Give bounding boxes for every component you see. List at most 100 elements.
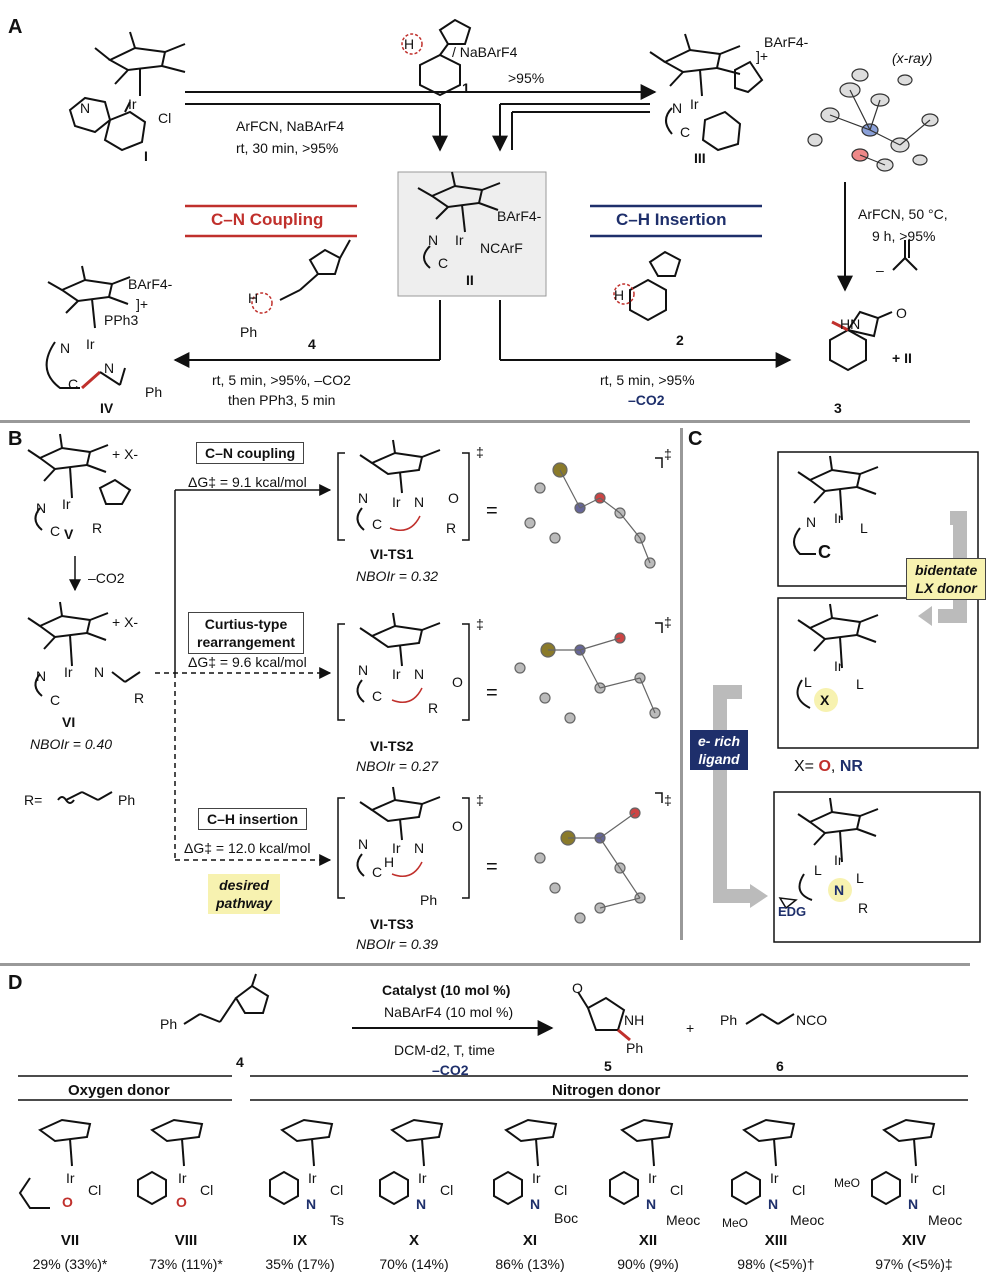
- atom-o-ts3: O: [452, 818, 463, 834]
- atom-c-ts1: C: [372, 516, 383, 532]
- atom-c-VI: C: [50, 692, 61, 708]
- atom-h-2: H: [614, 287, 625, 303]
- atom-l-c1: L: [860, 520, 868, 536]
- ph-6: Ph: [720, 1012, 738, 1028]
- atom-l1-c3: L: [814, 862, 822, 878]
- atom-ir-XII: Ir: [648, 1170, 657, 1186]
- atom-l2-c3: L: [856, 870, 864, 886]
- atom-r-V: R: [92, 520, 103, 536]
- eq-ts1: =: [486, 500, 498, 522]
- catalyst-yield-XI: 86% (13%): [495, 1256, 565, 1272]
- xray-label: (x-ray): [892, 50, 933, 66]
- nbo-ts3: NBOIr = 0.39: [356, 936, 439, 952]
- atom-r-ts1: R: [446, 520, 457, 536]
- label-V: V: [64, 526, 74, 542]
- atom-cl-X: Cl: [440, 1182, 454, 1198]
- ph-ts3: Ph: [420, 892, 438, 908]
- atom-ir-c3: Ir: [834, 852, 843, 868]
- substrate-label-D: 4: [236, 1054, 244, 1070]
- ph-4: Ph: [240, 324, 258, 340]
- atom-n-XII: N: [646, 1196, 657, 1212]
- label-ts3: VI-TS3: [370, 916, 414, 932]
- atom-c-V: C: [50, 523, 61, 539]
- r-ph: Ph: [118, 792, 136, 808]
- acetone: [892, 240, 918, 271]
- separator-ab: [0, 420, 970, 423]
- atom-n2-ts1: N: [414, 494, 425, 510]
- eq-ts3: =: [486, 856, 498, 878]
- atom-o-ts1: O: [448, 490, 459, 506]
- meo-XIII: MeO: [722, 1216, 749, 1230]
- product-5: [577, 991, 631, 1042]
- substrate-4-D: [183, 973, 270, 1025]
- substrate-ph-D: Ph: [160, 1016, 178, 1032]
- sub-XII: Meoc: [666, 1212, 701, 1228]
- catalyst-label-X: X: [408, 1232, 420, 1249]
- nco-6: NCO: [796, 1012, 828, 1028]
- catalyst-yield-X: 70% (14%): [379, 1256, 449, 1272]
- prod6-label: 6: [776, 1058, 784, 1074]
- atom-o-VIII: O: [176, 1194, 187, 1210]
- nbo-VI: NBOIr = 0.40: [30, 736, 113, 752]
- atom-n-X: N: [416, 1196, 427, 1212]
- panel-d-graphics: [18, 973, 968, 1209]
- atom-ir-I: Ir: [128, 96, 137, 112]
- product-6: [745, 1013, 795, 1025]
- label-1: 1: [462, 80, 470, 96]
- nbo-ts1: NBOIr = 0.32: [356, 568, 439, 584]
- label-4: 4: [308, 336, 316, 352]
- cond-nabarf-top: / NaBArF4: [452, 44, 518, 60]
- cond-left-2: then PPh3, 5 min: [228, 392, 336, 408]
- eq-ts2: =: [486, 682, 498, 704]
- substrate-2: [629, 250, 682, 322]
- atom-ir-III: Ir: [690, 96, 699, 112]
- atom-ir-VIII: Ir: [178, 1170, 187, 1186]
- catalyst-label-XIV: XIV: [901, 1232, 927, 1249]
- panel-c-graphics: [713, 451, 981, 943]
- atom-n-ts2: N: [358, 662, 369, 678]
- barf-III: BArF4-: [764, 34, 809, 50]
- cond-mid-2: –CO2: [628, 392, 665, 408]
- atom-r-VI: R: [134, 690, 145, 706]
- atom-n2-IV: N: [104, 360, 115, 376]
- cond-yield-top: >95%: [508, 70, 545, 86]
- barf-IV: BArF4-: [128, 276, 173, 292]
- sub-XIII: Meoc: [790, 1212, 825, 1228]
- label-2: 2: [676, 332, 684, 348]
- ncarf-II: NCArF: [480, 240, 523, 256]
- atom-ir-ts1: Ir: [392, 494, 401, 510]
- catalyst-label-XII: XII: [638, 1232, 658, 1249]
- dagger-ts2-3d: ‡: [664, 614, 672, 630]
- catalyst-label-XIII: XIII: [764, 1232, 788, 1249]
- complex-IV: [45, 265, 131, 390]
- ph-5: Ph: [626, 1040, 644, 1056]
- cond-solvent: DCM-d2, T, time: [394, 1042, 495, 1058]
- atom-n-V: N: [36, 500, 47, 516]
- nbo-ts2: NBOIr = 0.27: [356, 758, 439, 774]
- cond-co2: –CO2: [432, 1062, 469, 1078]
- atom-r-ts2: R: [428, 700, 439, 716]
- minus-co2-B: –CO2: [88, 570, 125, 586]
- cp-ring-II: [417, 171, 501, 269]
- cond-catalyst: Catalyst (10 mol %): [382, 982, 511, 998]
- atom-n2-VI: N: [94, 664, 105, 680]
- atom-ir-IV: Ir: [86, 336, 95, 352]
- catalyst-yield-IX: 35% (17%): [265, 1256, 335, 1272]
- catalyst-yield-VII: 29% (33%)*: [32, 1256, 108, 1272]
- pph3-IV: PPh3: [104, 312, 139, 328]
- panel-b-graphics: [27, 433, 663, 924]
- xray-structure: [807, 68, 939, 172]
- sub-IX: Ts: [330, 1212, 344, 1228]
- dft-structures: [514, 462, 661, 924]
- atom-ir-IX: Ir: [308, 1170, 317, 1186]
- x-equals: X= O, NR: [794, 758, 863, 775]
- minus-acetone: –: [876, 262, 884, 278]
- label-ts2: VI-TS2: [370, 738, 414, 754]
- ch-insertion-box: C–H insertion: [198, 808, 308, 830]
- atom-ir-XIII: Ir: [770, 1170, 779, 1186]
- catalyst-yield-XIII: 98% (<5%)†: [737, 1256, 815, 1272]
- barf-II: BArF4-: [497, 208, 542, 224]
- separator-bc: [680, 428, 683, 940]
